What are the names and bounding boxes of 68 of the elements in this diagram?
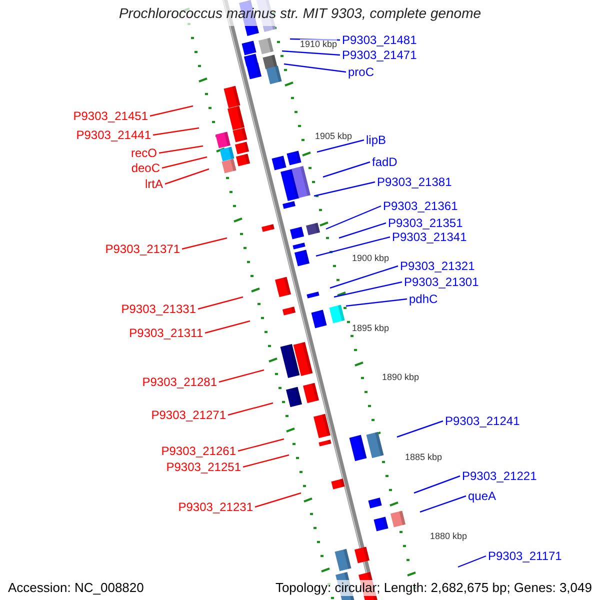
leader-line [316, 139, 364, 153]
gene-label: P9303_21371 [105, 241, 180, 257]
leader-line [282, 50, 340, 56]
leader-line [198, 296, 244, 310]
gene-label: P9303_21261 [161, 443, 236, 459]
gene-label: P9303_21311 [129, 325, 203, 341]
leader-line [334, 281, 402, 298]
leader-line [242, 454, 290, 468]
gene-label: P9303_21251 [166, 459, 241, 475]
leader-line [414, 475, 460, 494]
leader-line [164, 168, 210, 185]
leader-line [316, 236, 390, 257]
leader-line [326, 205, 382, 230]
gene-label: P9303_21361 [383, 198, 458, 214]
title: Prochlorococcus marinus str. MIT 9303, complete genome [118, 4, 482, 23]
leader-line [458, 555, 486, 568]
leader-line [158, 145, 204, 154]
leader-line [420, 495, 466, 513]
position-label: 1885 kbp [405, 452, 442, 463]
gene-label: P9303_21341 [392, 229, 467, 245]
leader-line [238, 438, 284, 452]
gene-label: P9303_21481 [342, 32, 417, 48]
gene-label: P9303_21471 [342, 47, 417, 63]
position-label: 1890 kbp [382, 372, 420, 383]
gene-label: P9303_21271 [151, 407, 226, 423]
gene-label: P9303_21441 [76, 127, 151, 143]
gene-label: proC [348, 64, 374, 80]
position-label: 1905 kbp [315, 131, 352, 142]
leader-line [162, 156, 208, 169]
leader-line [396, 420, 444, 438]
gene-label: fadD [372, 154, 398, 170]
gene-label: P9303_21331 [121, 301, 196, 317]
leader-line [290, 38, 340, 41]
gene-label: P9303_21231 [178, 499, 253, 515]
leader-line [338, 222, 386, 239]
position-label: 1900 kbp [352, 253, 390, 264]
leader-line [204, 320, 250, 334]
gene-label: deoC [131, 160, 160, 176]
accession-text: Accession: NC_008820 [8, 580, 144, 596]
genome-summary-text: Topology: circular; Length: 2,682,675 bp; Genes: 3,049 [275, 580, 592, 596]
gene-label: P9303_21241 [445, 413, 520, 429]
leader-line [150, 105, 194, 117]
leader-line [254, 492, 302, 508]
gene-label: recO [130, 145, 157, 161]
leader-line [322, 161, 370, 178]
gene-label: P9303_21321 [400, 258, 475, 274]
gene-label: P9303_21301 [404, 274, 479, 290]
leader-line [284, 63, 346, 73]
gene-label: P9303_21351 [388, 215, 463, 231]
leader-line [218, 369, 264, 383]
gene-label: P9303_21221 [462, 468, 537, 484]
leader-line [152, 127, 200, 136]
gene-label: P9303_21381 [377, 174, 452, 190]
leader-line [314, 181, 376, 197]
position-label: 1910 kbp [300, 39, 338, 50]
gene-label: P9303_21171 [488, 548, 562, 564]
gene-label: P9303_21281 [142, 374, 217, 390]
gene-label: queA [468, 488, 496, 504]
gene-label: P9303_21451 [73, 108, 148, 124]
position-label: 1895 kbp [352, 323, 390, 334]
position-label: 1880 kbp [430, 531, 468, 542]
leader-line [228, 402, 274, 416]
gene-label: lipB [366, 132, 386, 148]
leader-line [330, 265, 398, 289]
leader-line [346, 298, 408, 307]
gene-label: pdhC [409, 291, 438, 307]
gene-label: lrtA [145, 176, 163, 192]
leader-line [182, 237, 228, 250]
